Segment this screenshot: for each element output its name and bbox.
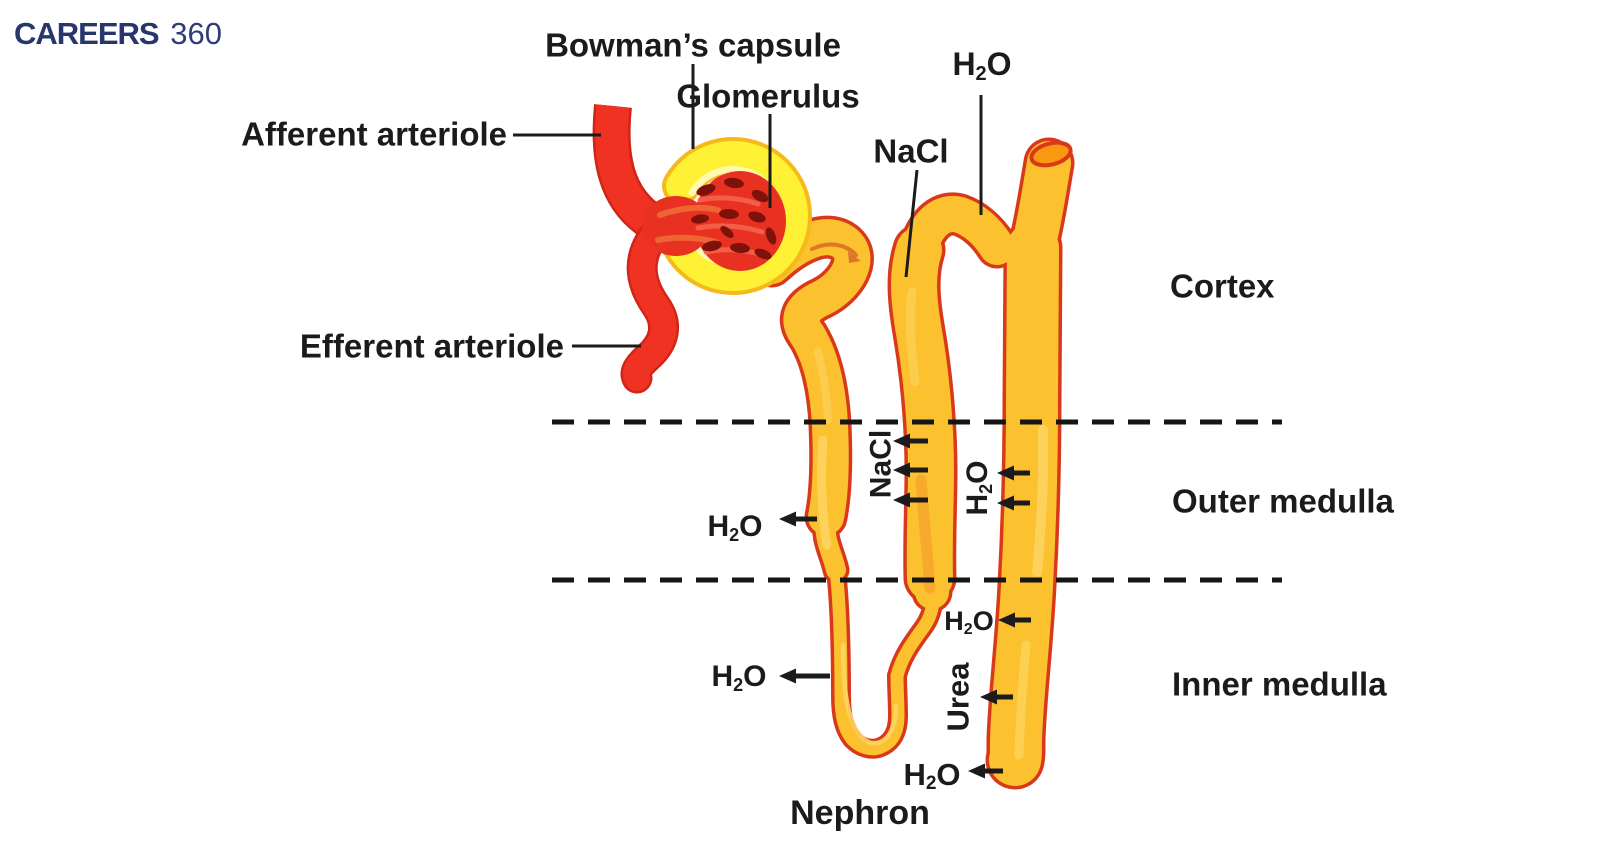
label-nacl-top: NaCl [873,133,948,170]
urea-arrow [980,689,1013,705]
h2o-base: H [944,606,964,636]
glomerulus-dot [720,226,734,238]
glomerulus-dot [696,184,716,196]
glomerulus-dot [691,214,709,224]
h2o-duct-arrow-inner-top [998,612,1031,628]
h2o-sub: 2 [976,484,996,494]
glomerulus-dots [691,177,777,260]
glomerulus-dot [751,189,769,203]
collecting-duct-opening [1029,140,1073,168]
label-region-cortex: Cortex [1170,268,1275,305]
capillary-streak [697,195,761,207]
label-afferent-arteriole: Afferent arteriole [241,116,507,153]
label-region-outer-medulla: Outer medulla [1172,483,1395,520]
label-region-inner-medulla: Inner medulla [1172,666,1387,703]
arrow-head-icon [997,465,1014,481]
descending-limb-highlight-upper [814,348,832,424]
label-h2o-descending-inner: H2O [711,660,766,696]
glomerulus-dot [730,242,750,254]
loop-highlight [840,642,899,746]
brand-primary: CAREERS [14,16,159,51]
h2o-descending-arrow-outer [779,511,817,527]
h2o-tail: O [743,660,766,693]
glomerulus-dot [765,227,777,245]
h2o-sub: 2 [976,63,987,85]
collecting-duct-highlight [1032,425,1049,577]
nacl-arrow-3 [893,492,928,508]
arrow-head-icon [998,612,1015,628]
label-h2o-duct-rotated: H2O [961,460,997,515]
label-h2o-duct-inner-top: H2O [944,606,993,638]
arrow-head-icon [980,689,997,705]
glomerulus-dot [702,240,722,252]
label-efferent-arteriole: Efferent arteriole [300,328,564,365]
h2o-base: H [961,494,994,516]
flow-arrow-head [848,251,861,263]
nacl-arrow-1 [893,433,928,449]
h2o-base: H [903,757,925,792]
stalk-streak [657,204,721,218]
label-h2o-descending-outer: H2O [707,510,762,546]
h2o-tail: O [961,460,994,483]
descending-limb-highlight [817,435,832,550]
collecting-duct-highlight-lower [1014,640,1031,760]
glomerulus-tuft [642,171,786,271]
glomerulus-dot [754,248,772,260]
h2o-duct-arrow-bottom [968,763,1003,779]
glomerulus-dot [719,208,739,220]
h2o-descending-arrow-inner [779,668,830,684]
h2o-base: H [952,46,975,82]
flow-direction-arrow-icon [810,242,861,263]
h2o-tail: O [739,510,762,543]
ascending-thin-limb [897,602,933,676]
arrow-head-icon [893,433,910,449]
h2o-tail: O [973,606,994,636]
label-h2o-duct-bottom: H2O [903,757,960,794]
h2o-duct-arrow-1 [997,465,1030,481]
brand-secondary: 360 [170,16,222,51]
h2o-sub: 2 [729,525,739,545]
label-glomerulus: Glomerulus [676,78,859,115]
arrow-head-icon [779,668,796,684]
arrow-head-icon [968,763,985,779]
h2o-sub: 2 [926,773,937,794]
h2o-duct-arrow-2 [997,495,1030,511]
h2o-tail: O [936,757,960,792]
label-nacl-rotated: NaCl [865,430,898,498]
h2o-tail: O [987,46,1012,82]
flow-arrow-shaft [810,242,858,257]
brand-logo: CAREERS 360 [14,16,222,51]
arrow-head-icon [893,492,910,508]
h2o-sub: 2 [733,675,743,695]
glomerulus-dot [748,211,766,223]
tubule-fill [772,163,1049,760]
label-h2o-top: H2O [952,46,1011,85]
distal-tubule [919,214,997,250]
nacl-arrow-2 [893,462,928,478]
glomerulus-dot [724,177,744,189]
h2o-sub: 2 [964,621,973,638]
arrow-head-icon [893,462,910,478]
label-urea-rotated: Urea [941,662,976,732]
arrow-head-icon [779,511,796,527]
h2o-base: H [711,660,733,693]
ascending-limb-highlight [905,287,920,387]
capillary-streak [695,223,765,235]
label-bowmans-capsule: Bowman’s capsule [545,27,841,64]
nacl-leader [904,169,919,278]
diagram-title: Nephron [790,794,930,832]
arrow-head-icon [997,495,1014,511]
h2o-base: H [707,510,729,543]
